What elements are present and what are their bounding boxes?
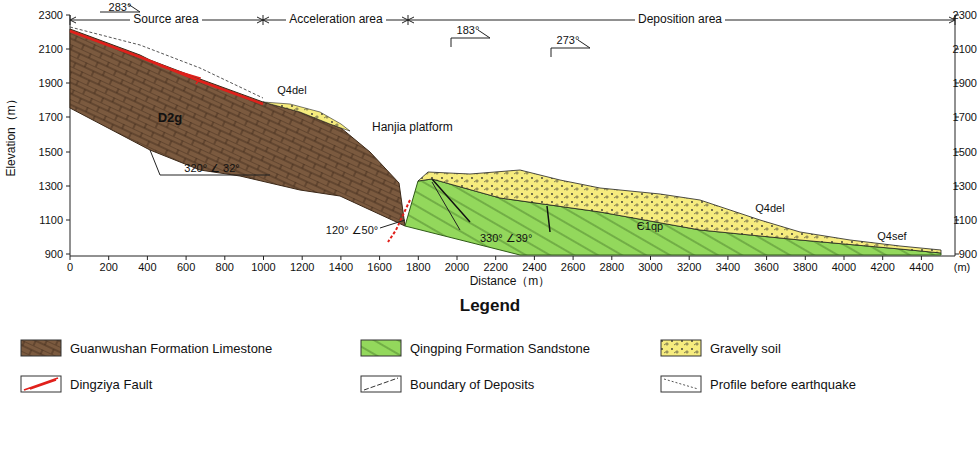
azimuth-label: 183° — [457, 24, 480, 37]
zone-label: Acceleration area — [286, 13, 385, 27]
axis-tick-label: 1500 — [953, 146, 977, 159]
legend-title: Legend — [460, 296, 520, 316]
zone-label: Source area — [130, 13, 201, 27]
axis-tick-label: 4200 — [870, 261, 894, 274]
axis-tick-label: 1300 — [39, 180, 63, 193]
axis-tick-label: 1500 — [39, 146, 63, 159]
axis-tick-label: 1100 — [953, 214, 977, 227]
axis-tick-label: 400 — [138, 261, 156, 274]
deposit-label: Q4del — [277, 84, 306, 97]
axis-tick-label: 1100 — [39, 214, 63, 227]
legend-entry: Dingziya Fault — [20, 375, 152, 393]
legend-entry: Qingping Formation Sandstone — [360, 339, 590, 357]
axis-tick-label: 3800 — [793, 261, 817, 274]
axis-tick-label: 1700 — [953, 111, 977, 124]
legend-swatch — [20, 339, 62, 357]
azimuth-label: 273° — [557, 34, 580, 47]
legend-swatch — [660, 375, 702, 393]
axis-tick-label: 2300 — [953, 9, 977, 22]
axis-tick-label: 2300 — [39, 9, 63, 22]
axis-tick-label: 600 — [177, 261, 195, 274]
legend-text: Qingping Formation Sandstone — [410, 341, 590, 356]
axis-tick-label: 1900 — [39, 77, 63, 90]
axis-tick-label: 1900 — [953, 77, 977, 90]
axis-tick-label: 1200 — [290, 261, 314, 274]
axis-tick-label: 900 — [45, 248, 63, 261]
axis-tick-label: 2100 — [39, 43, 63, 56]
legend-swatch — [660, 339, 702, 357]
axis-tick-label: 1600 — [367, 261, 391, 274]
zone-label: Deposition area — [635, 13, 725, 27]
axis-tick-label: 2600 — [561, 261, 585, 274]
legend-swatch — [360, 339, 402, 357]
attitude-label: 320° ∠ 32° — [184, 162, 239, 175]
axis-tick-label: 2400 — [522, 261, 546, 274]
legend-text: Profile before earthquake — [710, 377, 856, 392]
deposit-label: Q4sef — [877, 230, 906, 243]
axis-tick-label: 1700 — [39, 111, 63, 124]
axis-tick-label: 1000 — [251, 261, 275, 274]
attitude-label: 330° ∠39° — [480, 232, 532, 245]
axis-tick-label: 0 — [67, 261, 73, 274]
deposit-label: Q4del — [755, 202, 784, 215]
azimuth-label: 283° — [109, 1, 132, 14]
axis-unit: (m) — [954, 261, 971, 274]
legend-text: Boundary of Deposits — [410, 377, 534, 392]
legend-entry: Boundary of Deposits — [360, 375, 534, 393]
attitude-label: 120° ∠50° — [326, 224, 378, 237]
axis-tick-label: 4400 — [909, 261, 933, 274]
axis-title: Elevation（m） — [5, 93, 19, 176]
axis-tick-label: 2000 — [445, 261, 469, 274]
legend-text: Guanwushan Formation Limestone — [70, 341, 272, 356]
axis-tick-label: 3200 — [677, 261, 701, 274]
legend-swatch — [360, 375, 402, 393]
axis-tick-label: 1400 — [329, 261, 353, 274]
axis-tick-label: 2100 — [953, 43, 977, 56]
axis-title: Distance（m） — [470, 275, 551, 289]
axis-tick-label: 900 — [959, 248, 977, 261]
legend-text: Dingziya Fault — [70, 377, 152, 392]
axis-tick-label: 3600 — [754, 261, 778, 274]
legend-entry: Guanwushan Formation Limestone — [20, 339, 272, 357]
formation-label: D2g — [158, 111, 183, 126]
axis-tick-label: 1800 — [406, 261, 430, 274]
legend-entry: Gravelly soil — [660, 339, 781, 357]
legend-swatch — [20, 375, 62, 393]
place-label: Hanjia platform — [372, 121, 453, 135]
legend-entry: Profile before earthquake — [660, 375, 856, 393]
formation-label: Є1qp — [637, 220, 663, 233]
axis-tick-label: 2200 — [483, 261, 507, 274]
axis-tick-label: 3400 — [716, 261, 740, 274]
axis-tick-label: 1300 — [953, 180, 977, 193]
axis-tick-label: 3000 — [638, 261, 662, 274]
axis-tick-label: 2800 — [600, 261, 624, 274]
axis-tick-label: 4000 — [832, 261, 856, 274]
axis-tick-label: 800 — [216, 261, 234, 274]
legend-text: Gravelly soil — [710, 341, 781, 356]
axis-tick-label: 200 — [100, 261, 118, 274]
